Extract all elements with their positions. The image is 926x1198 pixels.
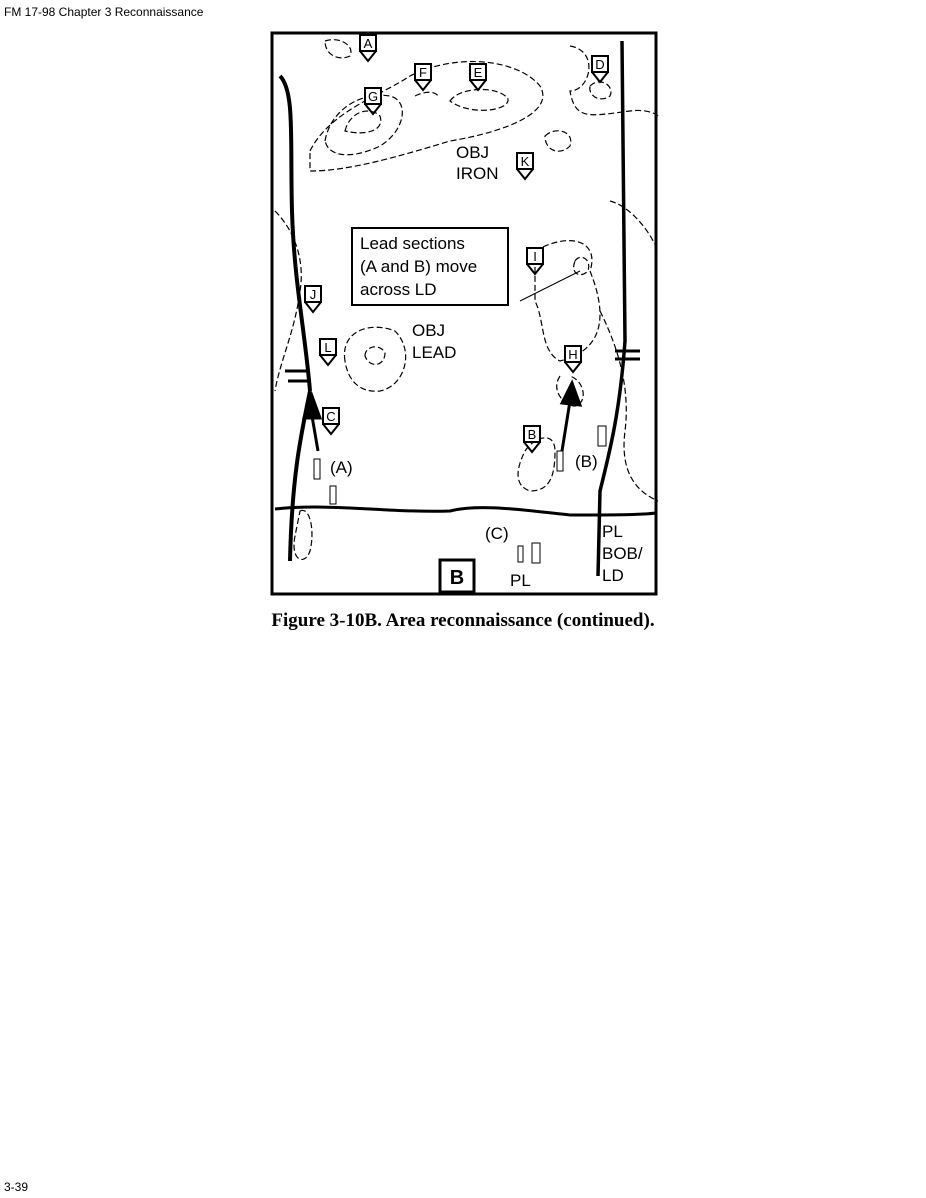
movement-arrows xyxy=(301,379,583,452)
svg-text:F: F xyxy=(419,65,427,80)
callout-box: Lead sections (A and B) move across LD xyxy=(351,227,509,306)
svg-text:J: J xyxy=(310,287,317,302)
marker-a: A xyxy=(359,34,377,63)
section-b-label: (B) xyxy=(575,452,598,471)
figure-caption: Figure 3-10B. Area reconnaissance (conti… xyxy=(271,610,655,631)
marker-g: G xyxy=(364,87,382,116)
svg-text:across LD: across LD xyxy=(360,280,437,299)
unit-symbols xyxy=(313,425,607,564)
section-a-label: (A) xyxy=(330,458,353,477)
obj-lead-label: LEAD xyxy=(412,343,456,362)
svg-text:D: D xyxy=(595,57,604,72)
marker-k: K xyxy=(516,152,534,181)
svg-text:K: K xyxy=(521,154,530,169)
phase-line-bottom-label: PL xyxy=(510,571,531,590)
svg-text:H: H xyxy=(568,347,577,362)
svg-text:I: I xyxy=(533,249,537,264)
phase-line-right-label: PL xyxy=(602,522,623,541)
page-number: 3-39 xyxy=(4,1180,29,1194)
roads xyxy=(274,40,657,577)
svg-text:E: E xyxy=(474,65,483,80)
obj-iron-label: IRON xyxy=(456,164,499,183)
marker-l: L xyxy=(319,338,337,367)
marker-e: E xyxy=(469,63,487,92)
running-header: FM 17-98 Chapter 3 Reconnaissance xyxy=(4,5,204,19)
obj-lead-label: OBJ xyxy=(412,321,445,340)
panel-label: B xyxy=(438,558,476,594)
marker-d: D xyxy=(591,55,609,84)
marker-b: B xyxy=(523,425,541,454)
svg-text:L: L xyxy=(324,340,331,355)
svg-text:B: B xyxy=(528,427,537,442)
svg-text:C: C xyxy=(326,409,335,424)
svg-text:(A and B) move: (A and B) move xyxy=(360,257,477,276)
marker-i: I xyxy=(526,247,544,276)
svg-text:G: G xyxy=(368,89,378,104)
marker-h: H xyxy=(564,345,582,374)
objective-markers: A F E G D K I J L H C B xyxy=(304,34,609,454)
phase-line-right-label: BOB/ xyxy=(602,544,643,563)
marker-f: F xyxy=(414,63,432,92)
marker-c: C xyxy=(322,407,340,436)
contour-lines xyxy=(274,39,659,561)
svg-text:B: B xyxy=(450,567,464,589)
svg-text:Lead sections: Lead sections xyxy=(360,234,465,253)
svg-text:A: A xyxy=(364,36,373,51)
phase-line-right-label: LD xyxy=(602,566,624,585)
obj-iron-label: OBJ xyxy=(456,143,489,162)
section-c-label: (C) xyxy=(485,524,509,543)
marker-j: J xyxy=(304,285,322,314)
area-reconnaissance-map: A F E G D K I J L H C B Lead sections (A… xyxy=(270,31,659,596)
